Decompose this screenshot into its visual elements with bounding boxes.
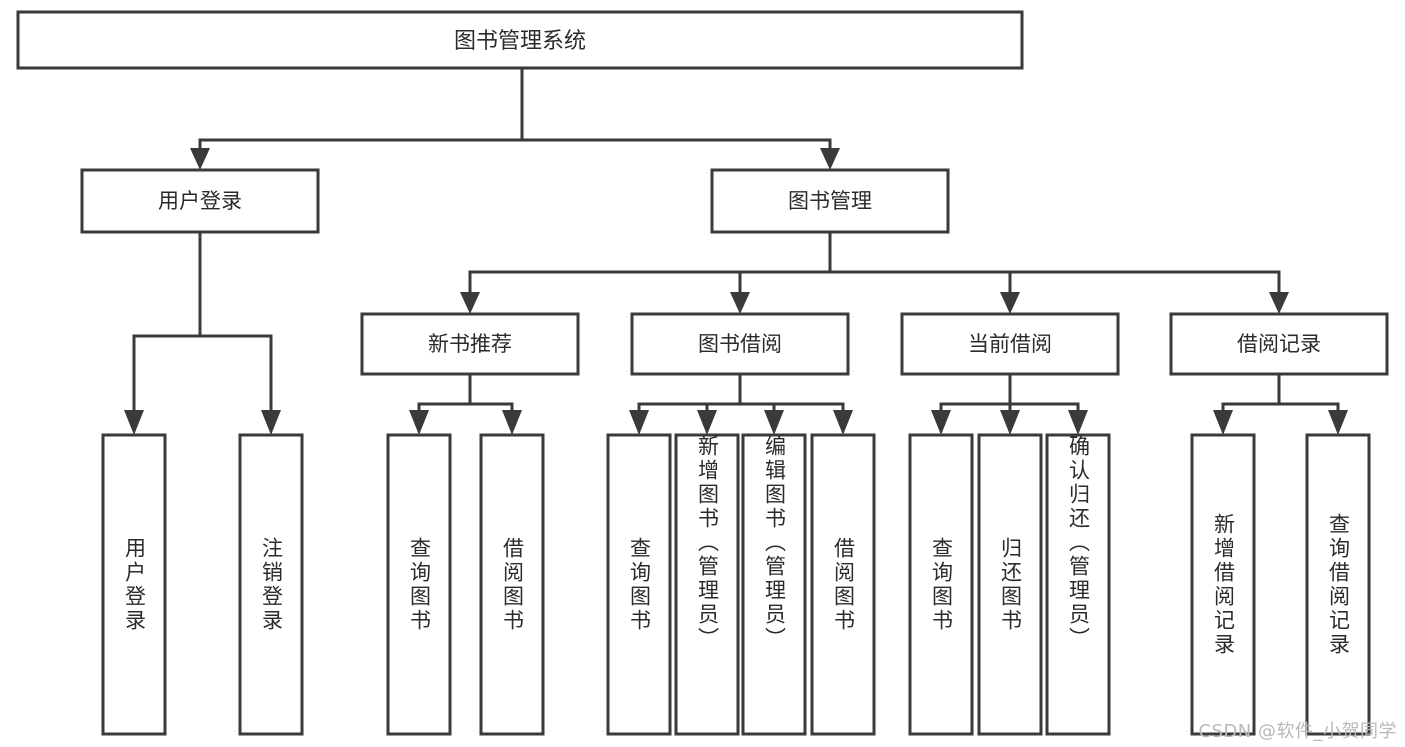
node-label: 图书借阅 bbox=[698, 332, 782, 356]
connector-newbook-to-leaves bbox=[409, 372, 522, 435]
leaf-box-query-book-current[interactable] bbox=[908, 433, 974, 736]
leaf-box-logout[interactable] bbox=[238, 433, 304, 736]
node-label: 当前借阅 bbox=[968, 332, 1052, 356]
leaf-box-query-borrow-record[interactable] bbox=[1305, 433, 1371, 736]
arrow-head-icon bbox=[730, 292, 750, 314]
leaf-box-add-borrow-record[interactable] bbox=[1190, 433, 1256, 736]
connector-borrowrecord-to-leaves bbox=[1213, 372, 1348, 435]
arrow-head-icon bbox=[931, 410, 951, 435]
arrow-head-icon bbox=[1000, 410, 1020, 435]
arrow-head-icon bbox=[460, 292, 480, 314]
arrow-head-icon bbox=[1269, 292, 1289, 314]
arrow-head-icon bbox=[1213, 410, 1233, 435]
leaf-box-query-book-recommend[interactable] bbox=[386, 433, 452, 736]
connector-root-to-level2 bbox=[190, 66, 840, 170]
node-box[interactable] bbox=[900, 312, 1120, 376]
node-user-login[interactable]: 用户登录 bbox=[80, 168, 320, 234]
leaf-box-edit-book-admin[interactable] bbox=[741, 433, 807, 736]
node-box[interactable] bbox=[16, 10, 1024, 70]
arrow-head-icon bbox=[764, 410, 784, 435]
leaf-box-borrow-book[interactable] bbox=[810, 433, 876, 736]
node-box[interactable] bbox=[80, 168, 320, 234]
arrow-head-icon bbox=[833, 410, 853, 435]
arrow-head-icon bbox=[261, 410, 281, 435]
arrow-head-icon bbox=[820, 148, 840, 170]
node-book-management[interactable]: 图书管理 bbox=[710, 168, 950, 234]
node-box[interactable] bbox=[710, 168, 950, 234]
arrow-head-icon bbox=[502, 410, 522, 435]
leaf-box-confirm-return-admin[interactable] bbox=[1045, 433, 1111, 736]
node-borrow-record[interactable]: 借阅记录 bbox=[1169, 312, 1389, 376]
node-current-borrow[interactable]: 当前借阅 bbox=[900, 312, 1120, 376]
connector-bookborrow-to-leaves bbox=[629, 372, 853, 435]
connector-userlogin-to-leaves bbox=[124, 230, 281, 435]
node-label: 图书管理 bbox=[788, 189, 872, 213]
node-new-book-recommend[interactable]: 新书推荐 bbox=[360, 312, 580, 376]
connector-currentborrow-to-leaves bbox=[931, 372, 1088, 435]
leaf-box-borrow-book-recommend[interactable] bbox=[479, 433, 545, 736]
arrow-head-icon bbox=[124, 410, 144, 435]
leaf-box-return-book[interactable] bbox=[977, 433, 1043, 736]
arrow-head-icon bbox=[1068, 410, 1088, 435]
leaf-box-add-book-admin[interactable] bbox=[674, 433, 740, 736]
arrow-head-icon bbox=[409, 410, 429, 435]
node-label: 借阅记录 bbox=[1237, 332, 1321, 356]
arrow-head-icon bbox=[190, 148, 210, 170]
node-book-borrow[interactable]: 图书借阅 bbox=[630, 312, 850, 376]
node-label: 用户登录 bbox=[158, 189, 242, 213]
node-label: 新书推荐 bbox=[428, 332, 512, 356]
node-label: 图书管理系统 bbox=[454, 29, 586, 54]
arrow-head-icon bbox=[1328, 410, 1348, 435]
node-box[interactable] bbox=[630, 312, 850, 376]
node-root-system[interactable]: 图书管理系统 bbox=[16, 10, 1024, 70]
arrow-head-icon bbox=[697, 410, 717, 435]
leaf-box-user-login[interactable] bbox=[101, 433, 167, 736]
connector-bookmgmt-to-level3 bbox=[460, 230, 1289, 314]
node-box[interactable] bbox=[1169, 312, 1389, 376]
arrow-head-icon bbox=[1000, 292, 1020, 314]
node-box[interactable] bbox=[360, 312, 580, 376]
arrow-head-icon bbox=[629, 410, 649, 435]
leaf-box-query-book-borrow[interactable] bbox=[606, 433, 672, 736]
